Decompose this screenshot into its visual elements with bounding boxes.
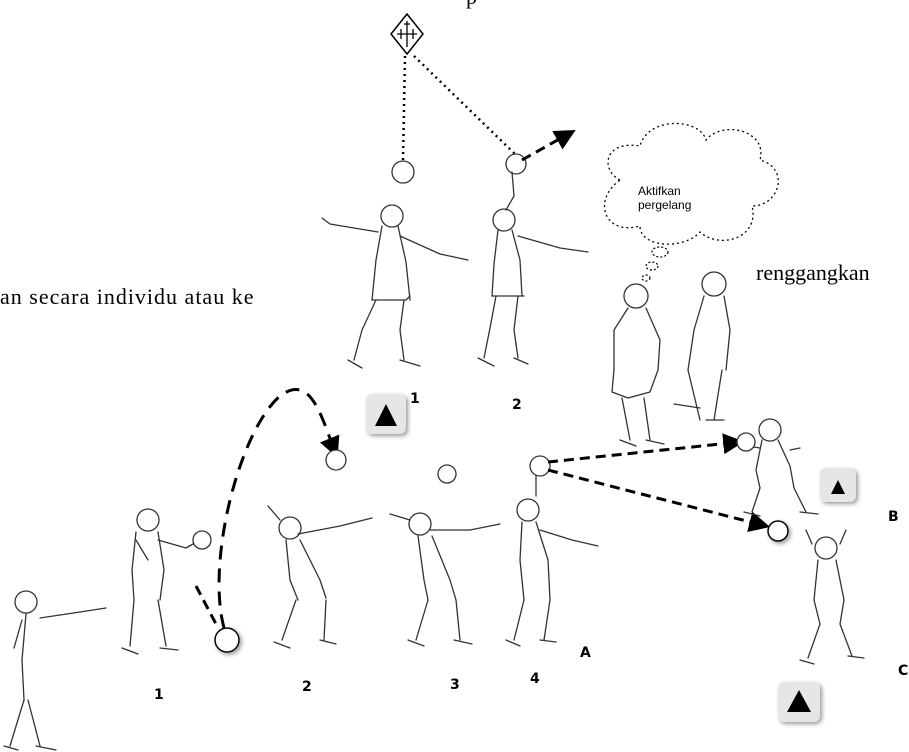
- cone-marker-icon: [366, 394, 406, 434]
- group-label-b: B: [888, 509, 899, 525]
- throw-arc: [217, 388, 340, 629]
- cone-marker-icon: [778, 682, 820, 722]
- player-figure-bottom-1: [121, 508, 212, 655]
- drop-arrow: [194, 585, 218, 625]
- player-figure-top-2: [477, 171, 589, 367]
- guide-line-vertical: [401, 55, 407, 161]
- group-label-c: C: [898, 663, 909, 679]
- thought-cloud-text: Aktifkan pergelang: [638, 185, 692, 212]
- target-marker-icon: [390, 12, 424, 56]
- ball-icon: [505, 153, 527, 175]
- background-text-right: renggangkan: [756, 260, 870, 285]
- ball-icon: [325, 449, 347, 471]
- step-label-bottom-4: 4: [530, 671, 540, 687]
- pass-arrow-top: [521, 129, 576, 162]
- ball-icon: [529, 455, 551, 477]
- guide-line-diagonal: [413, 55, 517, 156]
- pass-arrow-to-b: [547, 433, 745, 464]
- thought-cloud: [603, 122, 779, 282]
- ball-icon: [214, 627, 240, 653]
- player-figure-top-1: [321, 204, 469, 369]
- player-figure-group-b: [736, 418, 819, 517]
- player-figure-bottom-2: [267, 505, 373, 649]
- coach-figure: [3, 590, 107, 751]
- player-figure-bottom-4: [505, 475, 599, 647]
- ball-icon: [767, 520, 789, 542]
- step-label-bottom-2: 2: [302, 679, 312, 695]
- step-label-top-2: 2: [512, 397, 522, 413]
- step-label-bottom-3: 3: [450, 677, 460, 693]
- player-figure-group-c: [799, 529, 865, 665]
- step-label-bottom-1: 1: [154, 687, 164, 703]
- ball-icon: [437, 464, 457, 484]
- background-text-top: p: [466, 0, 477, 10]
- pass-arrow-to-c: [547, 468, 771, 532]
- group-label-a: A: [580, 645, 591, 661]
- teacher-figures: [611, 271, 731, 447]
- background-text-left: an secara individu atau ke: [0, 284, 255, 309]
- player-figure-bottom-3: [389, 512, 501, 647]
- cone-marker-icon: [820, 468, 856, 502]
- step-label-top-1: 1: [410, 391, 420, 407]
- ball-icon: [391, 160, 415, 184]
